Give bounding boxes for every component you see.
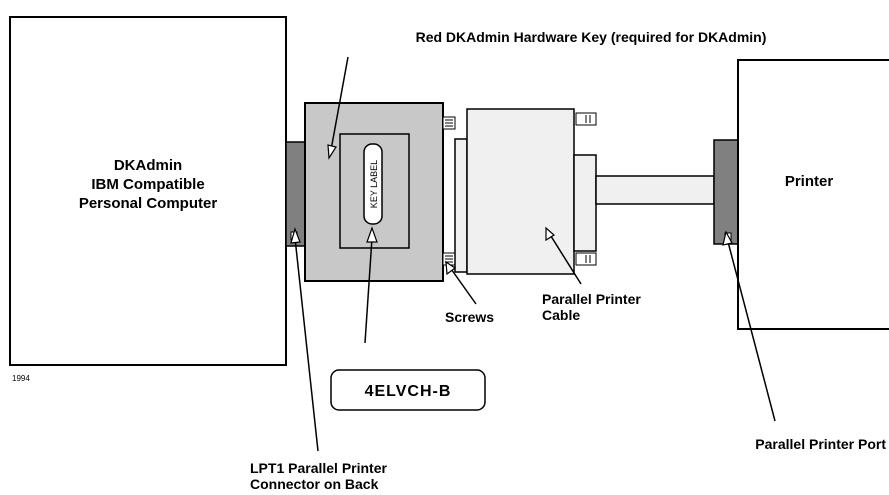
printer-port-label: Parallel Printer Port <box>755 436 886 452</box>
key-label-sticker <box>363 143 383 225</box>
hardware-key-label: Red DKAdmin Hardware Key (required for D… <box>416 29 767 45</box>
key-screw-bottom <box>442 252 456 266</box>
part-number-text: 4ELVCH-B <box>365 383 452 400</box>
screws-arrowhead <box>445 260 457 276</box>
lpt1-arrowhead <box>290 227 301 244</box>
cable-label-line2: Cable <box>542 307 580 323</box>
printer-port-callout-line <box>726 237 776 422</box>
callout-lines <box>294 56 776 452</box>
cable-plug-flange <box>454 138 468 273</box>
part-number-box: 4ELVCH-B <box>330 369 486 411</box>
printer-port-arrowhead <box>722 230 733 246</box>
cable-screw-top <box>575 112 597 126</box>
cable-arrowhead <box>545 226 556 242</box>
cable-plug-hood <box>573 154 597 252</box>
computer-box <box>9 16 287 366</box>
cable-callout-line <box>548 232 582 285</box>
parallel-printer-cable <box>454 108 715 275</box>
key-arrowhead <box>327 144 337 160</box>
printer-box <box>737 59 889 330</box>
printer-label: Printer <box>785 173 834 190</box>
printer-port <box>713 139 739 245</box>
computer: DKAdmin IBM Compatible Personal Computer… <box>9 16 287 383</box>
callout-arrowheads <box>290 144 733 276</box>
key-screw-top <box>442 116 456 130</box>
key-callout-line <box>330 56 349 151</box>
computer-label-line3: Personal Computer <box>79 195 218 212</box>
lpt1-callout-line <box>294 237 319 452</box>
computer-label-line1: DKAdmin <box>114 157 182 174</box>
year-mark: 1994 <box>12 374 30 383</box>
screws-label: Screws <box>445 309 494 325</box>
lpt1-label-line2: Connector on Back <box>250 476 379 492</box>
cable-plug-body <box>466 108 575 275</box>
part-number-callout-line <box>364 237 373 344</box>
cable-screw-bottom <box>575 252 597 266</box>
computer-label-line2: IBM Compatible <box>91 176 204 193</box>
hardware-key-body <box>304 102 444 282</box>
hardware-key: KEY LABEL <box>304 102 456 282</box>
screws-callout-line <box>448 265 477 305</box>
printer: Printer <box>713 59 889 330</box>
cable-label-line1: Parallel Printer <box>542 291 641 307</box>
lpt1-label-line1: LPT1 Parallel Printer <box>250 460 387 476</box>
part-number-arrowhead <box>366 226 378 243</box>
cable-cord <box>595 175 715 205</box>
key-label-text: KEY LABEL <box>369 160 379 208</box>
